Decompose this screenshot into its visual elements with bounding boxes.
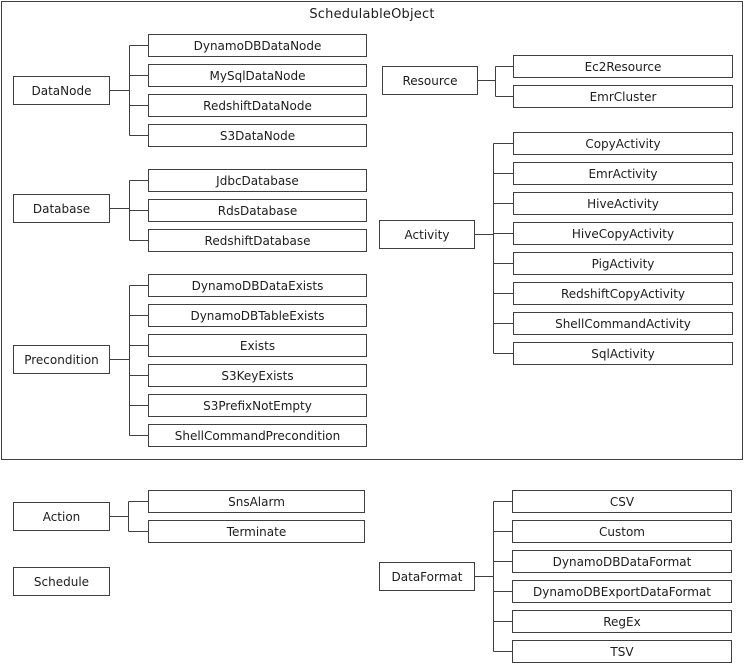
child-node-activity-4: PigActivity: [513, 252, 733, 275]
parent-node-datanode: DataNode: [13, 76, 110, 105]
child-node-dataformat-5: TSV: [512, 640, 732, 663]
child-node-database-1: RdsDatabase: [148, 199, 367, 222]
child-node-action-0: SnsAlarm: [148, 490, 365, 513]
schedulable-object-frame: [1, 1, 743, 460]
child-node-datanode-3: S3DataNode: [148, 124, 367, 147]
child-node-dataformat-1: Custom: [512, 520, 732, 543]
child-node-datanode-0: DynamoDBDataNode: [148, 34, 367, 57]
child-node-dataformat-0: CSV: [512, 490, 732, 513]
parent-node-activity: Activity: [379, 220, 475, 249]
child-node-precondition-4: S3PrefixNotEmpty: [148, 394, 367, 417]
child-node-activity-6: ShellCommandActivity: [513, 312, 733, 335]
child-node-activity-2: HiveActivity: [513, 192, 733, 215]
child-node-resource-1: EmrCluster: [513, 85, 733, 108]
parent-node-database: Database: [13, 194, 110, 223]
child-node-activity-3: HiveCopyActivity: [513, 222, 733, 245]
child-node-precondition-0: DynamoDBDataExists: [148, 274, 367, 297]
standalone-node-schedule: Schedule: [13, 567, 110, 596]
child-node-resource-0: Ec2Resource: [513, 55, 733, 78]
child-node-precondition-3: S3KeyExists: [148, 364, 367, 387]
parent-node-resource: Resource: [382, 66, 478, 95]
child-node-activity-5: RedshiftCopyActivity: [513, 282, 733, 305]
parent-node-dataformat: DataFormat: [379, 562, 475, 591]
parent-node-precondition: Precondition: [13, 345, 110, 374]
child-node-activity-1: EmrActivity: [513, 162, 733, 185]
child-node-activity-7: SqlActivity: [513, 342, 733, 365]
child-node-precondition-1: DynamoDBTableExists: [148, 304, 367, 327]
child-node-precondition-2: Exists: [148, 334, 367, 357]
child-node-datanode-1: MySqlDataNode: [148, 64, 367, 87]
child-node-datanode-2: RedshiftDataNode: [148, 94, 367, 117]
child-node-dataformat-3: DynamoDBExportDataFormat: [512, 580, 732, 603]
child-node-action-1: Terminate: [148, 520, 365, 543]
child-node-database-0: JdbcDatabase: [148, 169, 367, 192]
child-node-dataformat-4: RegEx: [512, 610, 732, 633]
child-node-dataformat-2: DynamoDBDataFormat: [512, 550, 732, 573]
parent-node-action: Action: [13, 502, 110, 531]
diagram-title: SchedulableObject: [309, 7, 435, 22]
child-node-database-2: RedshiftDatabase: [148, 229, 367, 252]
child-node-precondition-5: ShellCommandPrecondition: [148, 424, 367, 447]
child-node-activity-0: CopyActivity: [513, 132, 733, 155]
